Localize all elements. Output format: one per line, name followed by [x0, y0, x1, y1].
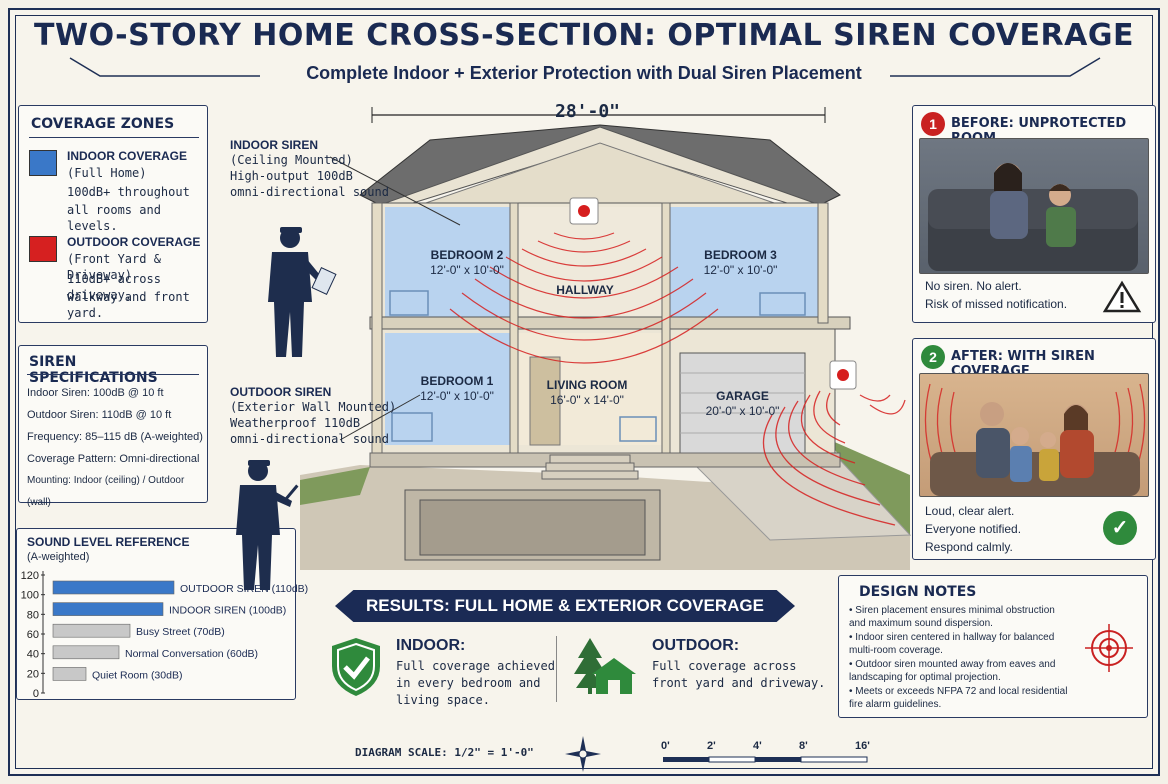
indoor-zone-desc2: all rooms and levels.	[67, 203, 161, 233]
list-item: • Meets or exceeds NFPA 72 and local res…	[849, 686, 1068, 710]
design-notes-panel: DESIGN NOTES • Siren placement ensures m…	[838, 575, 1148, 718]
chart-tick-label: 40	[27, 649, 39, 661]
scale-tick: 2'	[707, 740, 716, 752]
bedroom-2-fill	[385, 207, 510, 317]
sound-level-sub: (A-weighted)	[27, 551, 90, 563]
scale-tick: 4'	[753, 740, 762, 752]
chart-tick-label: 100	[21, 590, 39, 602]
outdoor-siren-light	[837, 369, 849, 381]
before-line-1: No siren. No alert.	[925, 279, 1022, 293]
spec-line: Coverage Pattern: Omni-directional	[27, 453, 200, 465]
scale-tick: 0'	[661, 740, 670, 752]
indoor-zone-title: INDOOR COVERAGE	[67, 149, 188, 163]
results-indoor-text: Full coverage achieved in every bedroom …	[396, 659, 555, 707]
chart-bar-label: INDOOR SIREN (100dB)	[169, 605, 286, 617]
outdoor-zone-title: OUTDOOR COVERAGE	[67, 235, 201, 249]
spec-line: Mounting: Indoor (ceiling) / Outdoor (wa…	[27, 475, 185, 508]
siren-specs-list: Indoor Siren: 100dB @ 10 ft Outdoor Sire…	[27, 382, 207, 514]
after-line-3: Respond calmly.	[925, 540, 1013, 554]
installer-silhouette-indoor	[268, 227, 337, 357]
room-hallway: HALLWAY	[556, 283, 614, 297]
installer-silhouette-outdoor	[236, 460, 299, 590]
indoor-sound-waves	[449, 232, 719, 364]
scale-tick: 8'	[799, 740, 808, 752]
siren-specs-panel: SIREN SPECIFICATIONS Indoor Siren: 100dB…	[18, 345, 208, 508]
outdoor-zone-sub: (Front Yard & Driveway)	[67, 252, 161, 282]
house-cross-section	[300, 107, 912, 570]
chart-tick-label: 80	[27, 609, 39, 621]
coverage-zones-panel: COVERAGE ZONES INDOOR COVERAGE (Full Hom…	[18, 105, 208, 323]
indoor-siren-callout: INDOOR SIREN (Ceiling Mounted) High-outp…	[230, 138, 389, 199]
before-panel: 1 BEFORE: UNPROTECTED ROOM No siren. No …	[912, 105, 1156, 323]
chart-bar-label: Busy Street (70dB)	[136, 626, 225, 638]
chart-bar	[52, 602, 164, 616]
chart-tick-label: 60	[27, 629, 39, 641]
page-subtitle: Complete Indoor + Exterior Protection wi…	[306, 63, 862, 83]
indoor-zone-sub: (Full Home)	[67, 166, 147, 180]
chart-bar	[52, 580, 175, 595]
list-item: • Indoor siren centered in hallway for b…	[849, 632, 1055, 656]
list-item: • Siren placement ensures minimal obstru…	[849, 605, 1055, 629]
chart-bar	[52, 623, 131, 638]
after-scene	[919, 373, 1149, 497]
check-circle-icon: ✓	[1103, 511, 1137, 545]
results-outdoor-title: OUTDOOR:	[652, 637, 740, 654]
scale-bar: 0' 2' 4' 8' 16'	[655, 740, 885, 763]
after-panel: 2 AFTER: WITH SIREN COVERAGE Loud, clear…	[912, 338, 1156, 560]
chart-bar	[52, 667, 87, 681]
outdoor-zone-desc2: walkway and front yard.	[67, 290, 190, 320]
chart-bar	[52, 645, 120, 660]
title-rules	[69, 57, 1101, 77]
scale-tick: 16'	[855, 740, 870, 752]
chart-bar-label: Quiet Room (30dB)	[92, 669, 182, 681]
page-title: TWO-STORY HOME CROSS-SECTION: OPTIMAL SI…	[34, 18, 1134, 53]
spec-line: Frequency: 85–115 dB (A-weighted)	[27, 431, 203, 443]
before-number-badge: 1	[921, 112, 945, 136]
chart-tick-label: 20	[27, 668, 39, 680]
results-indoor-title: INDOOR:	[396, 637, 466, 654]
after-line-1: Loud, clear alert.	[925, 504, 1015, 518]
outdoor-zone-desc1: 110dB+ across driveway,	[67, 272, 161, 302]
results-outdoor-text: Full coverage across front yard and driv…	[652, 659, 826, 690]
sound-level-heading: SOUND LEVEL REFERENCE	[27, 535, 190, 549]
spec-line: Indoor Siren: 100dB @ 10 ft	[27, 387, 164, 399]
house-width-label: 28'-0"	[555, 101, 621, 122]
chart-tick-label: 120	[21, 570, 39, 582]
after-number-badge: 2	[921, 345, 945, 369]
shield-check-icon	[332, 638, 380, 696]
indoor-zone-desc1: 100dB+ throughout	[67, 185, 190, 199]
bedroom-3-fill	[670, 207, 818, 317]
before-line-2: Risk of missed notification.	[925, 297, 1068, 311]
outdoor-siren-callout: OUTDOOR SIREN (Exterior Wall Mounted) We…	[230, 385, 397, 446]
bedroom-1-fill	[385, 333, 510, 445]
indoor-swatch	[29, 150, 57, 176]
outdoor-sound-waves	[762, 390, 906, 526]
warning-icon	[1102, 280, 1142, 313]
after-line-2: Everyone notified.	[925, 522, 1022, 536]
indoor-siren-light	[578, 205, 590, 217]
design-notes-heading: DESIGN NOTES	[859, 584, 977, 600]
house-tree-icon	[574, 638, 636, 694]
chart-bar-label: Normal Conversation (60dB)	[125, 648, 258, 660]
chart-tick-label: 0	[33, 688, 39, 700]
spec-line: Outdoor Siren: 110dB @ 10 ft	[27, 409, 172, 421]
garage-door	[679, 352, 806, 459]
results-banner: RESULTS: FULL HOME & EXTERIOR COVERAGE	[335, 590, 795, 622]
compass-rose-icon	[565, 736, 601, 772]
outdoor-swatch	[29, 236, 57, 262]
list-item: • Outdoor siren mounted away from eaves …	[849, 659, 1056, 683]
diagram-scale-label: DIAGRAM SCALE: 1/2" = 1'-0"	[355, 746, 534, 759]
target-icon	[1085, 624, 1133, 672]
coverage-zones-heading: COVERAGE ZONES	[31, 116, 175, 132]
before-scene	[919, 138, 1149, 274]
design-notes-list: • Siren placement ensures minimal obstru…	[849, 604, 1071, 711]
